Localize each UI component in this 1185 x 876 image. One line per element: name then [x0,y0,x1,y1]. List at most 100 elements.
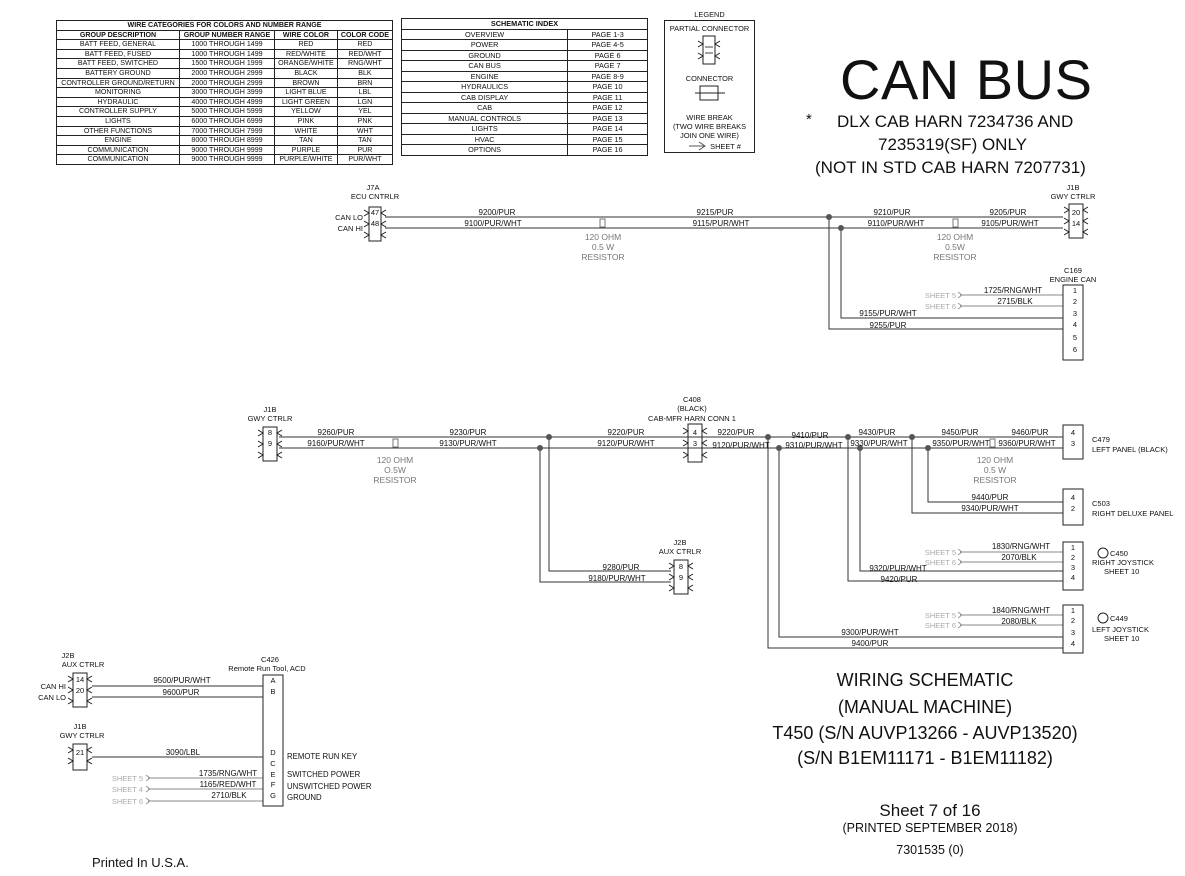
resistor-symbol [392,438,399,448]
wire-label: 1165/RED/WHT [200,780,257,789]
connector-c426 [262,674,284,807]
resistor-symbol [952,218,959,228]
connector-label: AUX CTRLR [62,660,105,669]
wire-label: 9340/PUR/WHT [961,504,1018,513]
sheet-ref: SHEET 6 [925,558,956,567]
resistor-label: RESISTOR [973,475,1016,485]
function-label: GROUND [287,793,322,802]
pin-number: 9 [679,573,683,582]
wire-label: 9220/PUR [608,428,645,437]
resistor-label: 120 OHM [585,232,621,242]
pin-number: 1 [1073,286,1077,295]
connector-label: J2B [62,651,75,660]
wire-label: 9440/PUR [972,493,1009,502]
star-icon [1097,612,1109,624]
wires [92,216,1063,802]
signal-label: CAN HI [41,682,66,691]
connector-label: J7A [367,183,380,192]
connector-label: J1B [264,405,277,414]
sheet-ref: SHEET 5 [112,774,143,783]
star-icon: * [806,111,812,128]
pin-numbers: 47 48 20 14 1 2 3 4 5 6 8 9 4 3 8 9 4 3 … [76,208,1080,800]
pin-number: 2 [1071,616,1075,625]
pin-number: 4 [693,428,697,437]
connector-label: GWY CTRLR [1051,192,1096,201]
resistor-label: RESISTOR [373,475,416,485]
splice-dot [776,445,782,451]
pin-number: 8 [679,562,683,571]
connector-label: AUX CTRLR [659,547,702,556]
legend-title: LEGEND [694,10,725,19]
wire-label: 9280/PUR [603,563,640,572]
resistor-symbol [599,218,606,228]
splice-dot [546,434,552,440]
c426-functions: REMOTE RUN KEY SWITCHED POWER UNSWITCHED… [287,752,372,802]
connector-label: C426 [261,655,279,664]
wire-label: 9330/PUR/WHT [850,439,907,448]
legend-wire-break-2: (TWO WIRE BREAKS [672,122,747,131]
page-title: CAN BUS [840,48,1093,111]
connector-side-labels: C479 LEFT PANEL (BLACK) C503 RIGHT DELUX… [1092,435,1173,643]
pin-number: D [270,748,276,757]
sheet-ref-arrow-icon [957,611,963,629]
wire-label: 9310/PUR/WHT [785,441,842,450]
connector-label: C169 [1064,266,1082,275]
connector-label: C408 [683,395,701,404]
pin-number: G [270,791,276,800]
star-markers [1097,547,1109,624]
connector-label: GWY CTRLR [248,414,293,423]
connector-labels: J7A ECU CNTRLR J1B GWY CTRLR C169 ENGINE… [60,183,1097,740]
wire-categories-table: WIRE CATEGORIES FOR COLORS AND NUMBER RA… [56,20,394,165]
pin-number: C [270,759,276,768]
splice-dot [909,434,915,440]
connector-c450 [1062,541,1084,591]
function-label: UNSWITCHED POWER [287,782,372,791]
splice-dot [857,445,863,451]
wire-label: 9155/PUR/WHT [859,309,916,318]
wire-label: 1735/RNG/WHT [199,769,257,778]
splice-dot [826,214,832,220]
connector-label: J1B [1067,183,1080,192]
legend-connector: CONNECTOR [685,74,734,83]
print-origin: Printed In U.S.A. [92,855,189,870]
sheet-ref: SHEET 6 [112,797,143,806]
wire-label: 9180/PUR/WHT [588,574,645,583]
resistor-symbol [989,438,996,448]
connector-label: C449 [1110,614,1128,623]
pin-number: 4 [1071,573,1075,582]
wire-label: 1725/RNG/WHT [984,286,1042,295]
sheet-ref: SHEET 5 [925,548,956,557]
resistor-symbols [392,218,996,448]
table-cell: PAGE 16 [567,144,648,156]
pin-number: 4 [1073,320,1077,329]
table-cell: HVAC [400,133,569,145]
resistor-label: RESISTOR [581,252,624,262]
connector-label: ECU CNTRLR [351,192,400,201]
wire-label: 9500/PUR/WHT [153,676,210,685]
signal-labels: CAN LO CAN HI CAN HI CAN LO [38,213,363,702]
pin-number: 2 [1071,504,1075,513]
sheet-ref-arrow-icon [957,291,963,310]
connector-c449 [1062,604,1084,654]
connector-label: C503 [1092,499,1110,508]
pin-number: 4 [1071,428,1075,437]
connector-symbols [67,203,1089,807]
table-cell: OPTIONS [400,144,569,156]
title-line-2: (MANUAL MACHINE) [837,697,1013,717]
pin-number: 6 [1073,345,1077,354]
wire-label: 9320/PUR/WHT [869,564,926,573]
wire-label: 9115/PUR/WHT [693,219,750,228]
wire-label: 2710/BLK [211,791,247,800]
pin-number: 1 [1071,543,1075,552]
wire-label: 9205/PUR [990,208,1027,217]
wire-label: 9200/PUR [479,208,516,217]
title-line-1: WIRING SCHEMATIC [836,670,1014,690]
sheet-ref: SHEET 6 [925,621,956,630]
legend-box: LEGEND PARTIAL CONNECTOR CONNECTOR WIRE … [664,10,755,153]
